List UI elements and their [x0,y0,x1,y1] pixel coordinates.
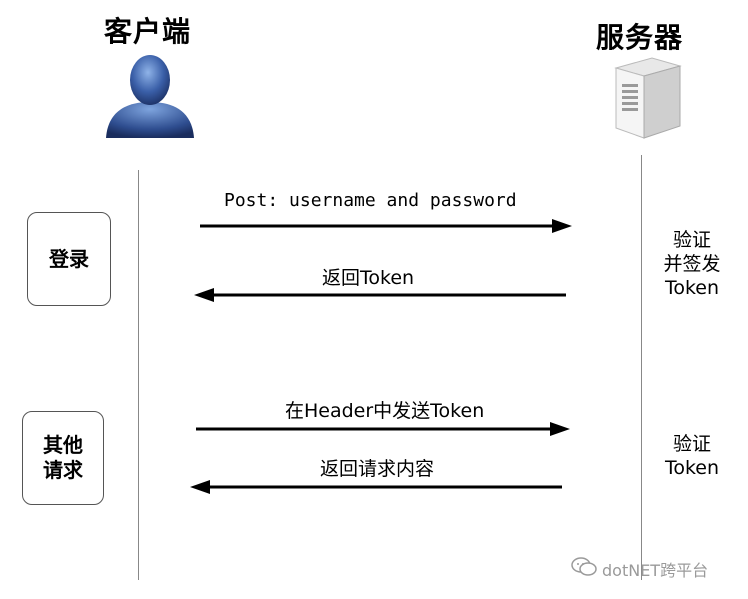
server-action-verify: 验证 Token [664,433,720,479]
user-avatar-icon [106,55,194,138]
arrowhead-left-2 [190,480,210,494]
client-lifeline [138,170,139,580]
server-action-verify-and-sign: 验证 并签发 Token [663,229,721,299]
message-post-credentials: Post: username and password [224,190,517,211]
phase-other-label: 其他 请求 [43,433,83,482]
arrowhead-right-2 [550,422,570,436]
wechat-icon [571,557,597,576]
server-lifeline [641,155,642,580]
message-send-token-in-header: 在Header中发送Token [285,400,485,422]
arrowhead-right-1 [552,219,572,233]
message-return-token: 返回Token [322,267,415,289]
client-title: 客户端 [104,15,192,48]
phase-login-label: 登录 [49,246,89,271]
message-return-content: 返回请求内容 [320,458,435,480]
watermark-text: dotNET跨平台 [602,561,709,580]
arrowhead-left-1 [194,288,214,302]
server-title: 服务器 [596,21,684,54]
phase-other-requests-box: 其他 请求 [22,411,104,505]
phase-login-box: 登录 [27,212,111,306]
server-icon [614,57,682,139]
